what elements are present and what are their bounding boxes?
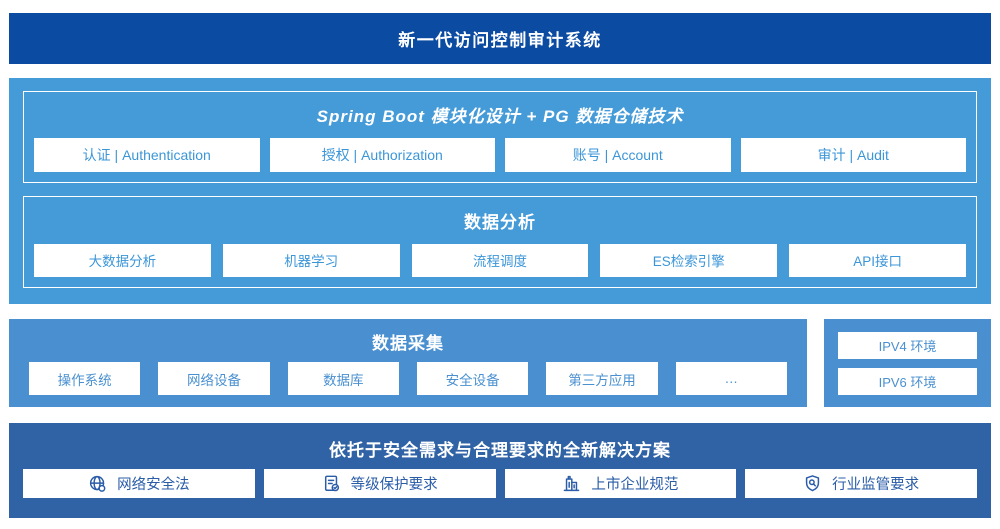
source-network-device: 网络设备 xyxy=(158,362,270,395)
solution-item-label: 上市企业规范 xyxy=(591,477,679,493)
solution-level-protection: 等级保护要求 xyxy=(263,469,496,498)
analysis-module-row: 大数据分析 机器学习 流程调度 ES检索引擎 API接口 xyxy=(34,243,966,277)
document-check-icon xyxy=(324,475,339,492)
module-authentication: 认证 | Authentication xyxy=(34,138,260,172)
source-third-party-app: 第三方应用 xyxy=(546,362,658,395)
ipv4-environment: IPV4 环境 xyxy=(838,331,977,359)
solution-title: 依托于安全需求与合理要求的全新解决方案 xyxy=(329,441,671,460)
system-title-banner: 新一代访问控制审计系统 xyxy=(9,13,991,64)
module-es-search-engine: ES检索引擎 xyxy=(600,243,778,277)
solution-listed-company-standard: 上市企业规范 xyxy=(504,469,737,498)
solution-cybersecurity-law: 网络安全法 xyxy=(23,469,255,498)
module-bigdata-analysis: 大数据分析 xyxy=(34,243,211,277)
page-title: 新一代访问控制审计系统 xyxy=(398,31,602,50)
springboot-subsection: Spring Boot 模块化设计 + PG 数据仓储技术 认证 | Authe… xyxy=(23,91,977,183)
source-database: 数据库 xyxy=(287,362,399,395)
module-authorization: 授权 | Authorization xyxy=(269,138,495,172)
data-collection-section: 数据采集 操作系统 网络设备 数据库 安全设备 第三方应用 … xyxy=(9,319,807,407)
solution-item-label: 等级保护要求 xyxy=(350,477,438,493)
ipv6-environment: IPV6 环境 xyxy=(838,367,977,395)
solution-item-label: 行业监管要求 xyxy=(832,477,920,493)
data-analysis-subsection: 数据分析 大数据分析 机器学习 流程调度 ES检索引擎 API接口 xyxy=(23,196,977,288)
module-account: 账号 | Account xyxy=(505,138,731,172)
source-operating-system: 操作系统 xyxy=(29,362,141,395)
platform-section: Spring Boot 模块化设计 + PG 数据仓储技术 认证 | Authe… xyxy=(9,78,991,304)
collection-module-row: 操作系统 网络设备 数据库 安全设备 第三方应用 … xyxy=(29,362,787,395)
module-flow-scheduling: 流程调度 xyxy=(411,243,589,277)
auth-module-row: 认证 | Authentication 授权 | Authorization 账… xyxy=(34,138,966,172)
source-more-ellipsis: … xyxy=(675,362,787,395)
module-api-interface: API接口 xyxy=(789,243,966,277)
module-audit: 审计 | Audit xyxy=(740,138,966,172)
ip-environment-box: IPV4 环境 IPV6 环境 xyxy=(824,319,991,407)
source-security-device: 安全设备 xyxy=(416,362,529,395)
data-collection-title: 数据采集 xyxy=(372,334,444,353)
springboot-title: Spring Boot 模块化设计 + PG 数据仓储技术 xyxy=(316,107,684,126)
solution-industry-regulation: 行业监管要求 xyxy=(745,469,977,498)
solution-section: 依托于安全需求与合理要求的全新解决方案 网络安全法 等级保护要求 xyxy=(9,423,991,518)
module-machine-learning: 机器学习 xyxy=(222,243,400,277)
building-icon xyxy=(564,475,580,492)
shield-search-icon xyxy=(805,475,820,492)
solution-item-label: 网络安全法 xyxy=(117,477,190,493)
solution-item-row: 网络安全法 等级保护要求 上市企业规范 xyxy=(23,469,977,498)
middle-row: 数据采集 操作系统 网络设备 数据库 安全设备 第三方应用 … IPV4 环境 … xyxy=(9,319,991,407)
data-analysis-title: 数据分析 xyxy=(464,212,536,232)
globe-icon xyxy=(90,475,106,492)
